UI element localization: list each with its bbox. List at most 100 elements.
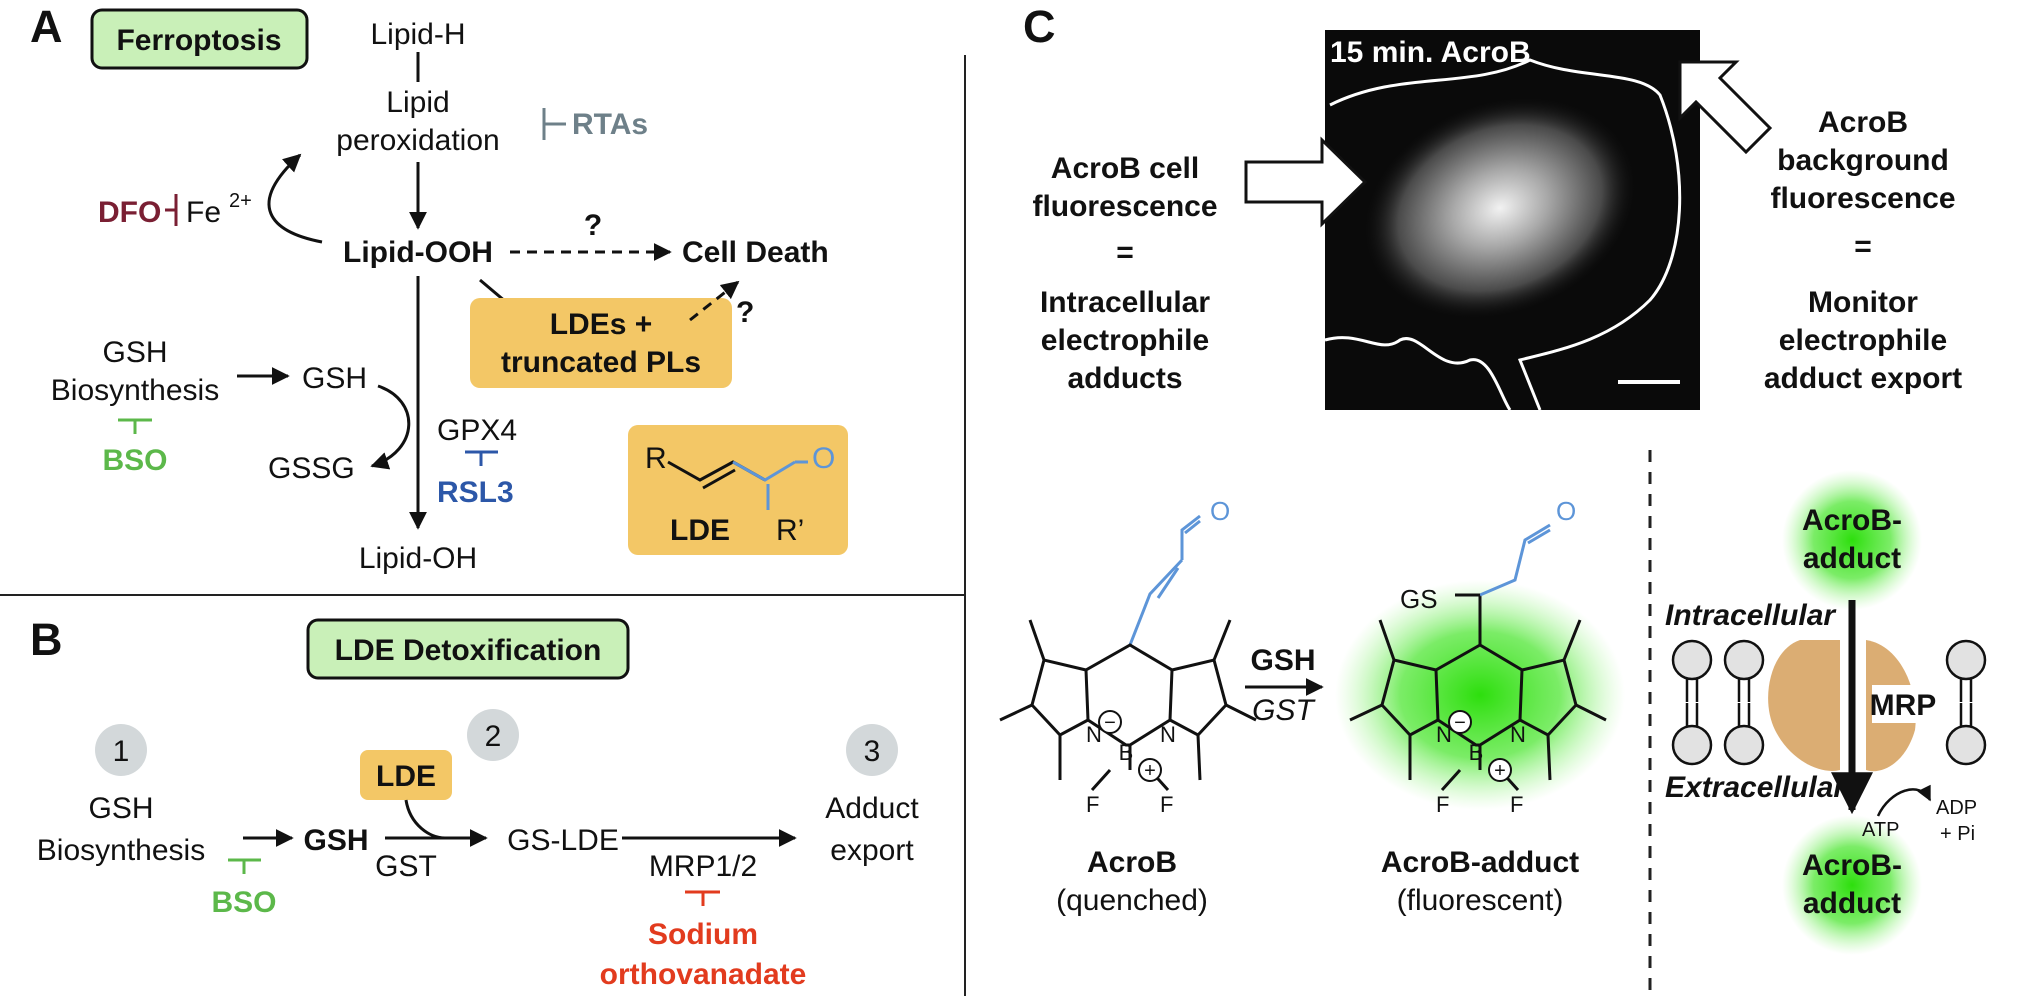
adduct-glow (1335, 580, 1625, 810)
micrograph-label: 15 min. AcroB (1330, 36, 1531, 69)
pi-label: + Pi (1940, 823, 1975, 845)
acrob-name: AcroB (1087, 846, 1177, 879)
lde-double-bond (702, 468, 736, 490)
step1-circle (95, 724, 147, 776)
acrob-structure (999, 514, 1257, 792)
acrob-aldehyde-double (1184, 519, 1201, 535)
b-gsh-bio-1: GSH (88, 792, 153, 825)
b-adduct-2: export (830, 834, 914, 867)
lipid-ooh: Lipid-OOH (343, 236, 493, 269)
gsh-to-gssg-arrow (370, 384, 411, 470)
adduct-f-right: F (1510, 792, 1523, 817)
dfo-inhibit-bar (165, 194, 178, 226)
acrob-minus-circle (1098, 710, 1122, 734)
step3: 3 (864, 735, 881, 768)
acrob-plus: + (1144, 760, 1156, 782)
gsh-bio-line2: Biosynthesis (51, 374, 219, 407)
adp-label: ADP (1936, 797, 1977, 819)
panel-b-label: B (30, 614, 63, 665)
cell-death: Cell Death (682, 236, 829, 269)
top-adduct-2: adduct (1803, 542, 1901, 575)
c-left-3: Intracellular (1040, 286, 1210, 319)
b-lde-merge-curve (404, 799, 446, 840)
c-left-4: electrophile (1041, 324, 1209, 357)
question-mark-2: ? (736, 296, 754, 329)
lipid-oh: Lipid-OH (359, 542, 477, 575)
rsl3-inhibit-bar (465, 450, 498, 466)
b-adduct-1: Adduct (825, 792, 919, 825)
cell-pointer-arrow (1244, 136, 1368, 228)
lde-chain-blue (732, 460, 796, 482)
b-gsh: GSH (303, 824, 368, 857)
fe-charge: 2+ (229, 190, 252, 212)
adduct-o: O (1556, 496, 1576, 526)
step2: 2 (485, 720, 502, 753)
bso-inhibit-bar-a (118, 418, 152, 434)
cell-fluorescence (1364, 97, 1636, 319)
adduct-b: B (1469, 740, 1484, 765)
acrob-f-left: F (1086, 792, 1099, 817)
c-right-eq: = (1854, 230, 1872, 263)
cell-outline-lower (1324, 336, 1512, 411)
panel-c: C 15 min. AcroB AcroB cell fluorescence … (999, 1, 1987, 955)
reaction-catalyst: GST (1252, 694, 1316, 727)
c-right-2: background (1777, 144, 1949, 177)
b-lde-box (360, 750, 452, 800)
adduct-minus-circle (1448, 710, 1472, 734)
lde-r-prime: R’ (776, 514, 804, 547)
reaction-reagent: GSH (1250, 644, 1315, 677)
rsl3: RSL3 (437, 476, 514, 509)
detox-box (306, 618, 630, 680)
intracellular-label: Intracellular (1665, 599, 1837, 632)
bottom-adduct-2: adduct (1803, 887, 1901, 920)
acrob-b: B (1119, 740, 1134, 765)
adduct-structure (1349, 523, 1607, 792)
b-sodium-inhibit-bar (685, 890, 720, 906)
adduct-n-left: N (1436, 722, 1452, 747)
lde-label: LDE (670, 514, 730, 547)
acrob-right-ring (1169, 658, 1228, 737)
lde-carbonyl (766, 460, 808, 510)
step3-circle (846, 724, 898, 776)
bso-a: BSO (102, 444, 167, 477)
b-lde: LDE (376, 760, 436, 793)
gssg: GSSG (268, 452, 355, 485)
b-bso-inhibit-bar (228, 858, 261, 874)
acrob-chain (1128, 558, 1184, 646)
b-sodium-2: orthovanadate (600, 958, 807, 991)
lipid-h: Lipid-H (370, 18, 465, 51)
panel-a: A Ferroptosis Lipid-H Lipid peroxidation… (30, 1, 848, 575)
ldes-line2: truncated PLs (501, 346, 701, 379)
mrp-label-bg (1872, 685, 1934, 723)
step1: 1 (113, 735, 130, 768)
c-right-3: fluorescence (1770, 182, 1955, 215)
extracellular-label: Extracellular (1665, 771, 1847, 804)
adduct-chain (1479, 523, 1551, 597)
adduct-plus-circle (1488, 758, 1512, 782)
acrob-minus: − (1104, 712, 1116, 734)
atp-arrow (1876, 784, 1932, 817)
adduct-core (1434, 643, 1524, 747)
mrp-label: MRP (1870, 689, 1937, 722)
b-gsh-bio-2: Biosynthesis (37, 834, 205, 867)
detox-title: LDE Detoxification (335, 634, 602, 667)
adduct-minus: − (1454, 712, 1466, 734)
lde-structure-box (628, 425, 848, 555)
lipid-perox-line1: Lipid (386, 86, 449, 119)
c-right-6: adduct export (1764, 362, 1962, 395)
question-mark-1: ? (584, 209, 602, 242)
acrob-f-right: F (1160, 792, 1173, 817)
fe-label: Fe (186, 196, 221, 229)
acrob-n-left: N (1086, 722, 1102, 747)
acrob-chain-double (1156, 567, 1180, 599)
acrob-aldehyde-chain (1180, 514, 1201, 560)
top-adduct-1: AcroB- (1802, 504, 1902, 537)
adduct-gs: GS (1400, 584, 1438, 614)
rtas-label: RTAs (572, 108, 648, 141)
acrob-core (1084, 643, 1174, 747)
top-adduct-glow (1782, 470, 1922, 610)
lde-r: R (645, 442, 667, 475)
adduct-chain-double (1527, 528, 1551, 545)
acrob-left-ring (1030, 658, 1089, 737)
